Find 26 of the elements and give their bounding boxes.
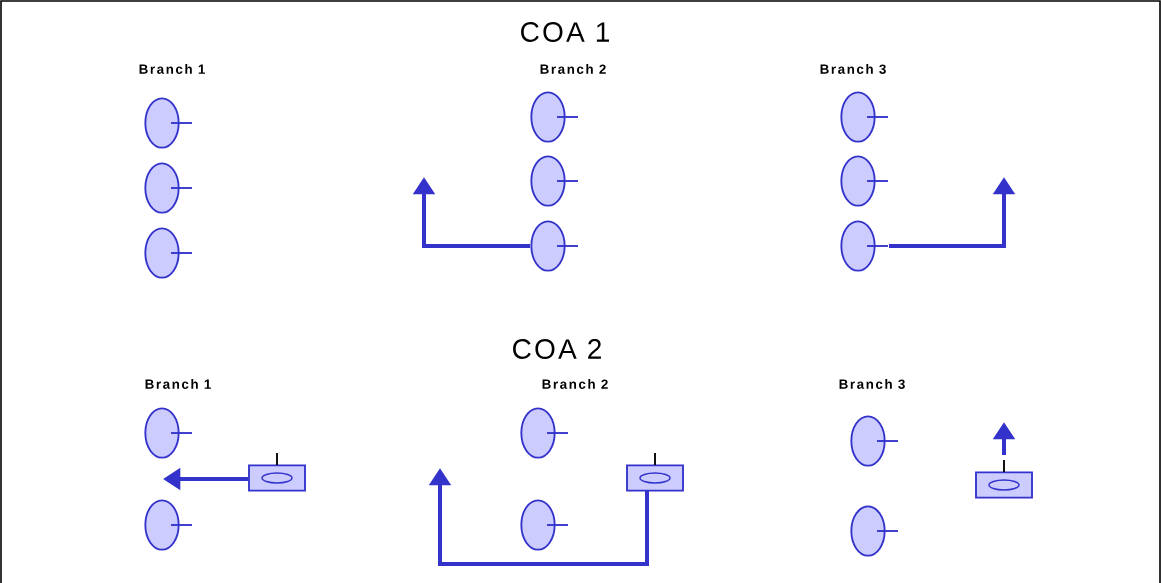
- unit-symbol: [850, 505, 899, 557]
- unit-symbol: [530, 220, 579, 272]
- column-heading: Branch 2: [542, 379, 608, 389]
- unit-symbol: [840, 220, 889, 272]
- unit-symbol: [840, 91, 889, 143]
- unit-symbol: [520, 499, 569, 551]
- heading: COA 2: [513, 339, 601, 359]
- unit-symbol: [840, 155, 889, 207]
- unit-symbol: [975, 459, 1033, 499]
- column-heading: Branch 3: [820, 64, 886, 74]
- unit-symbol: [144, 162, 193, 214]
- heading: COA 1: [521, 22, 609, 42]
- column-heading: Branch 2: [540, 64, 606, 74]
- unit-symbol: [144, 97, 193, 149]
- unit-symbol: [520, 407, 569, 459]
- unit-symbol: [850, 415, 899, 467]
- column-heading: Branch 1: [139, 64, 205, 74]
- unit-symbol: [144, 227, 193, 279]
- unit-symbol: [626, 452, 684, 492]
- unit-symbol: [144, 407, 193, 459]
- column-heading: Branch 3: [839, 379, 905, 389]
- unit-symbol: [248, 452, 306, 492]
- unit-symbol: [144, 499, 193, 551]
- column-heading: Branch 1: [145, 379, 211, 389]
- unit-symbol: [530, 155, 579, 207]
- unit-symbol: [530, 91, 579, 143]
